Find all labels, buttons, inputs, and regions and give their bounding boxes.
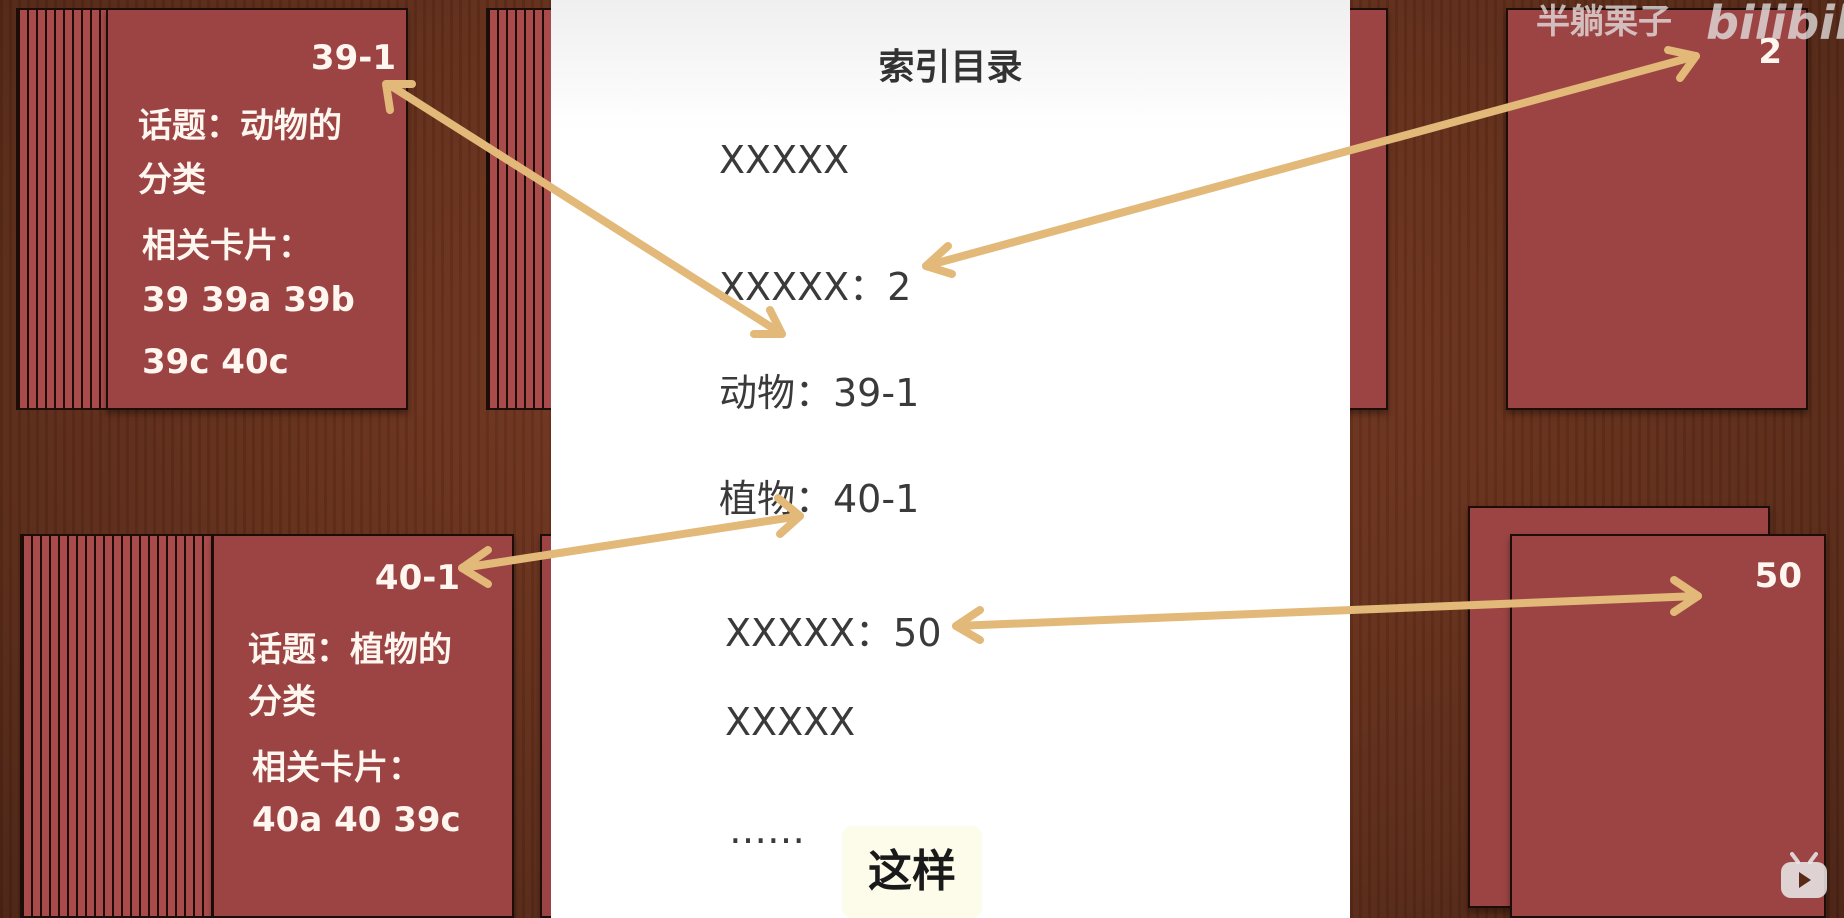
index-title: 索引目录 (878, 47, 1023, 88)
author-watermark: 半躺栗子 (1536, 2, 1672, 42)
tv-icon (1781, 852, 1827, 898)
card-id: 50 (1754, 556, 1802, 596)
index-entry: XXXXX (725, 700, 856, 744)
card-related-label: 相关卡片： (252, 748, 422, 788)
card-topic-cont: 分类 (138, 160, 206, 200)
card-refs: 40a 40 39c (252, 800, 461, 840)
index-panel: 索引目录 XXXXX XXXXX：2 动物：39-1 植物：40-1 XXXXX… (551, 0, 1350, 918)
index-entry: XXXXX：2 (719, 265, 912, 309)
card-refs-cont: 39c 40c (142, 342, 289, 382)
card-id: 39-1 (310, 38, 396, 78)
card-id: 40-1 (374, 558, 460, 598)
card-stack-top-left (16, 8, 111, 410)
card-refs: 39 39a 39b (142, 280, 355, 320)
card-2: 2 (1506, 8, 1808, 410)
index-entry: …… (729, 808, 805, 852)
card-topic-cont: 分类 (248, 682, 316, 722)
video-subtitle: 这样 (842, 826, 982, 918)
card-stack-top-middle (486, 8, 556, 410)
card-topic: 话题：植物的 (248, 630, 452, 670)
index-entry: 植物：40-1 (719, 477, 920, 521)
card-top-middle-right (1344, 8, 1388, 410)
card-related-label: 相关卡片： (142, 226, 312, 266)
card-40-1: 40-1 话题：植物的 分类 相关卡片： 40a 40 39c (212, 534, 514, 918)
card-id: 2 (1758, 32, 1782, 72)
card-39-1: 39-1 话题：动物的 分类 相关卡片： 39 39a 39b 39c 40c (106, 8, 408, 410)
bilibili-logo: bilibili (1706, 0, 1844, 50)
index-entry: XXXXX (719, 138, 850, 182)
card-topic: 话题：动物的 (138, 106, 342, 146)
index-entry: 动物：39-1 (719, 371, 920, 415)
index-entry: XXXXX：50 (725, 611, 942, 655)
card-stack-bottom-left (20, 534, 216, 918)
